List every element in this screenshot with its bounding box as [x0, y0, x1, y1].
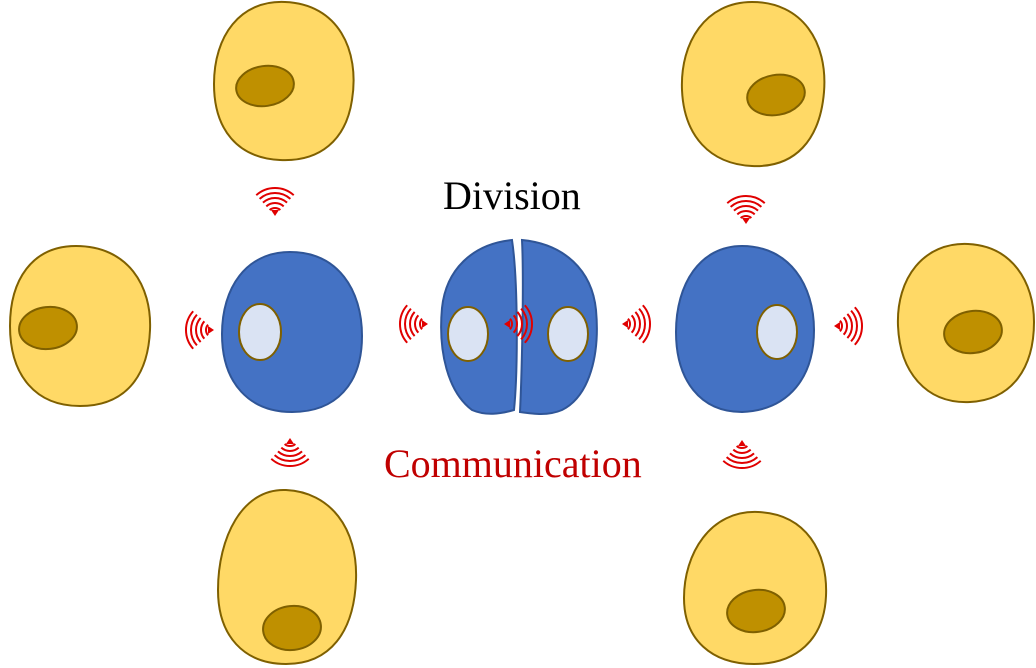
signal-arc [520, 307, 528, 341]
active-cell-left [220, 250, 364, 414]
signal-arc [404, 307, 412, 341]
signal-arc [258, 192, 292, 200]
signal-top-right-icon [726, 194, 766, 224]
signal-arc [735, 445, 749, 449]
signal-arc [195, 317, 202, 343]
signal-arc [630, 314, 636, 334]
signal-arc [277, 450, 303, 457]
active-cell-right [674, 244, 816, 414]
signal-arc [283, 443, 297, 447]
signal-arc [850, 309, 858, 343]
signal-arc [733, 205, 759, 212]
signal-arc [634, 311, 641, 337]
neighbor-cell-top-left [212, 0, 355, 162]
signal-arc [184, 310, 194, 350]
signal-left-inner-icon [398, 304, 428, 344]
neighbor-cell-bottom-left [216, 488, 358, 666]
signal-tip [834, 322, 840, 330]
signal-tip [286, 438, 294, 444]
signal-arc [729, 452, 755, 459]
signal-arc [265, 202, 285, 208]
signal-bottom-left-icon [270, 438, 310, 468]
signal-arc [409, 311, 416, 337]
signal-arc [722, 460, 762, 470]
signal-right-outer-icon [834, 306, 864, 346]
signal-arc [268, 207, 282, 211]
signal-arc [725, 456, 759, 464]
signal-tip [422, 320, 428, 328]
signal-tip [208, 326, 214, 334]
signal-tip [742, 218, 750, 224]
signal-left-outer-icon [184, 310, 214, 350]
signal-arc [200, 320, 206, 340]
signal-arc [190, 313, 198, 347]
signal-arc [729, 200, 763, 208]
dividing-cell [440, 238, 598, 415]
neighbor-cell-left [8, 244, 152, 408]
signal-top-left-icon [255, 186, 295, 216]
communication-label: Communication [384, 441, 642, 486]
signal-arc [419, 317, 423, 331]
signal-arc [398, 304, 408, 344]
signal-arc [854, 306, 864, 346]
signal-arc [512, 314, 518, 334]
neighbor-cell-bottom-right [682, 510, 828, 666]
signal-arc [842, 316, 848, 336]
signal-arc [273, 454, 307, 462]
signal-tip [504, 320, 510, 328]
signal-arc [739, 215, 753, 219]
signal-arc [524, 304, 534, 344]
signal-arc [280, 446, 300, 452]
signal-arc [642, 304, 652, 344]
signal-bottom-right-icon [722, 440, 762, 470]
signal-arc [839, 319, 843, 333]
signal-arc [270, 458, 310, 468]
division-label: Division [443, 173, 581, 218]
signal-arc [255, 186, 295, 196]
signal-group [184, 186, 864, 470]
signal-arc [638, 307, 646, 341]
signal-tip [271, 210, 279, 216]
signal-right-inner-icon [622, 304, 652, 344]
signal-center-icon [504, 304, 534, 344]
signal-arc [205, 323, 209, 337]
signal-arc [516, 311, 523, 337]
signal-arc [509, 317, 513, 331]
signal-arc [732, 448, 752, 454]
neighbor-cell-right [896, 242, 1036, 404]
signal-arc [846, 313, 853, 339]
neighbor-cell-top-right [680, 0, 826, 168]
signal-arc [262, 197, 288, 204]
signal-tip [738, 440, 746, 446]
signal-arc [726, 194, 766, 204]
signal-arc [627, 317, 631, 331]
signal-tip [622, 320, 628, 328]
signal-arc [414, 314, 420, 334]
signal-arc [736, 210, 756, 216]
